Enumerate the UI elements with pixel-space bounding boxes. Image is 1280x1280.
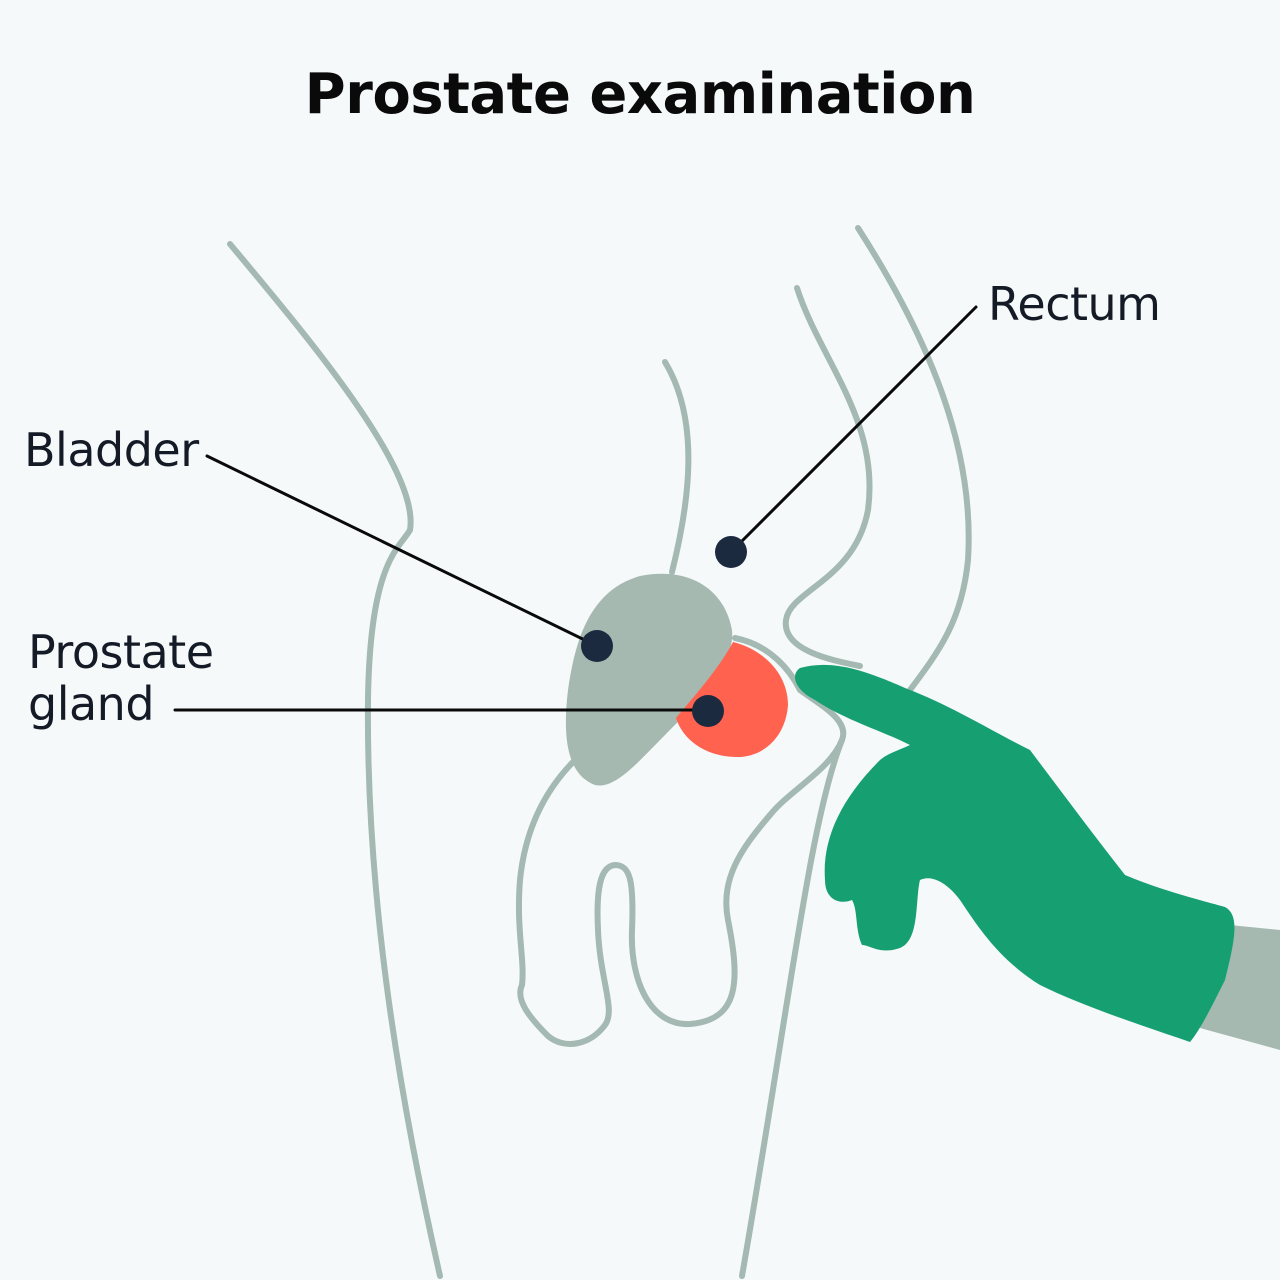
pubic-outline [662,359,692,575]
back-outline [855,225,972,693]
bladder-shape [565,573,733,786]
gloved-hand [795,664,1235,1042]
sacrum-outline [782,285,873,669]
genital-outline [515,635,847,1047]
prostate-label-line2: gland [28,677,155,731]
leader-lines [173,305,978,712]
body-outline [227,225,972,1279]
prostate-gland-label: Prostate gland [28,626,214,730]
prostate-label-line1: Prostate [28,625,214,679]
rectum-label: Rectum [988,277,1161,331]
bladder-leader-line [205,454,599,648]
rectum-leader-line [729,305,978,554]
bladder-marker [581,630,613,662]
sleeve [1200,925,1280,1050]
left-thigh-outline [227,241,443,1279]
prostate-shape [676,642,788,758]
rectum-marker [715,536,747,568]
prostate-marker [692,695,724,727]
page-title: Prostate examination [304,62,976,127]
bladder-label: Bladder [24,423,199,477]
right-thigh-outline [739,737,845,1279]
